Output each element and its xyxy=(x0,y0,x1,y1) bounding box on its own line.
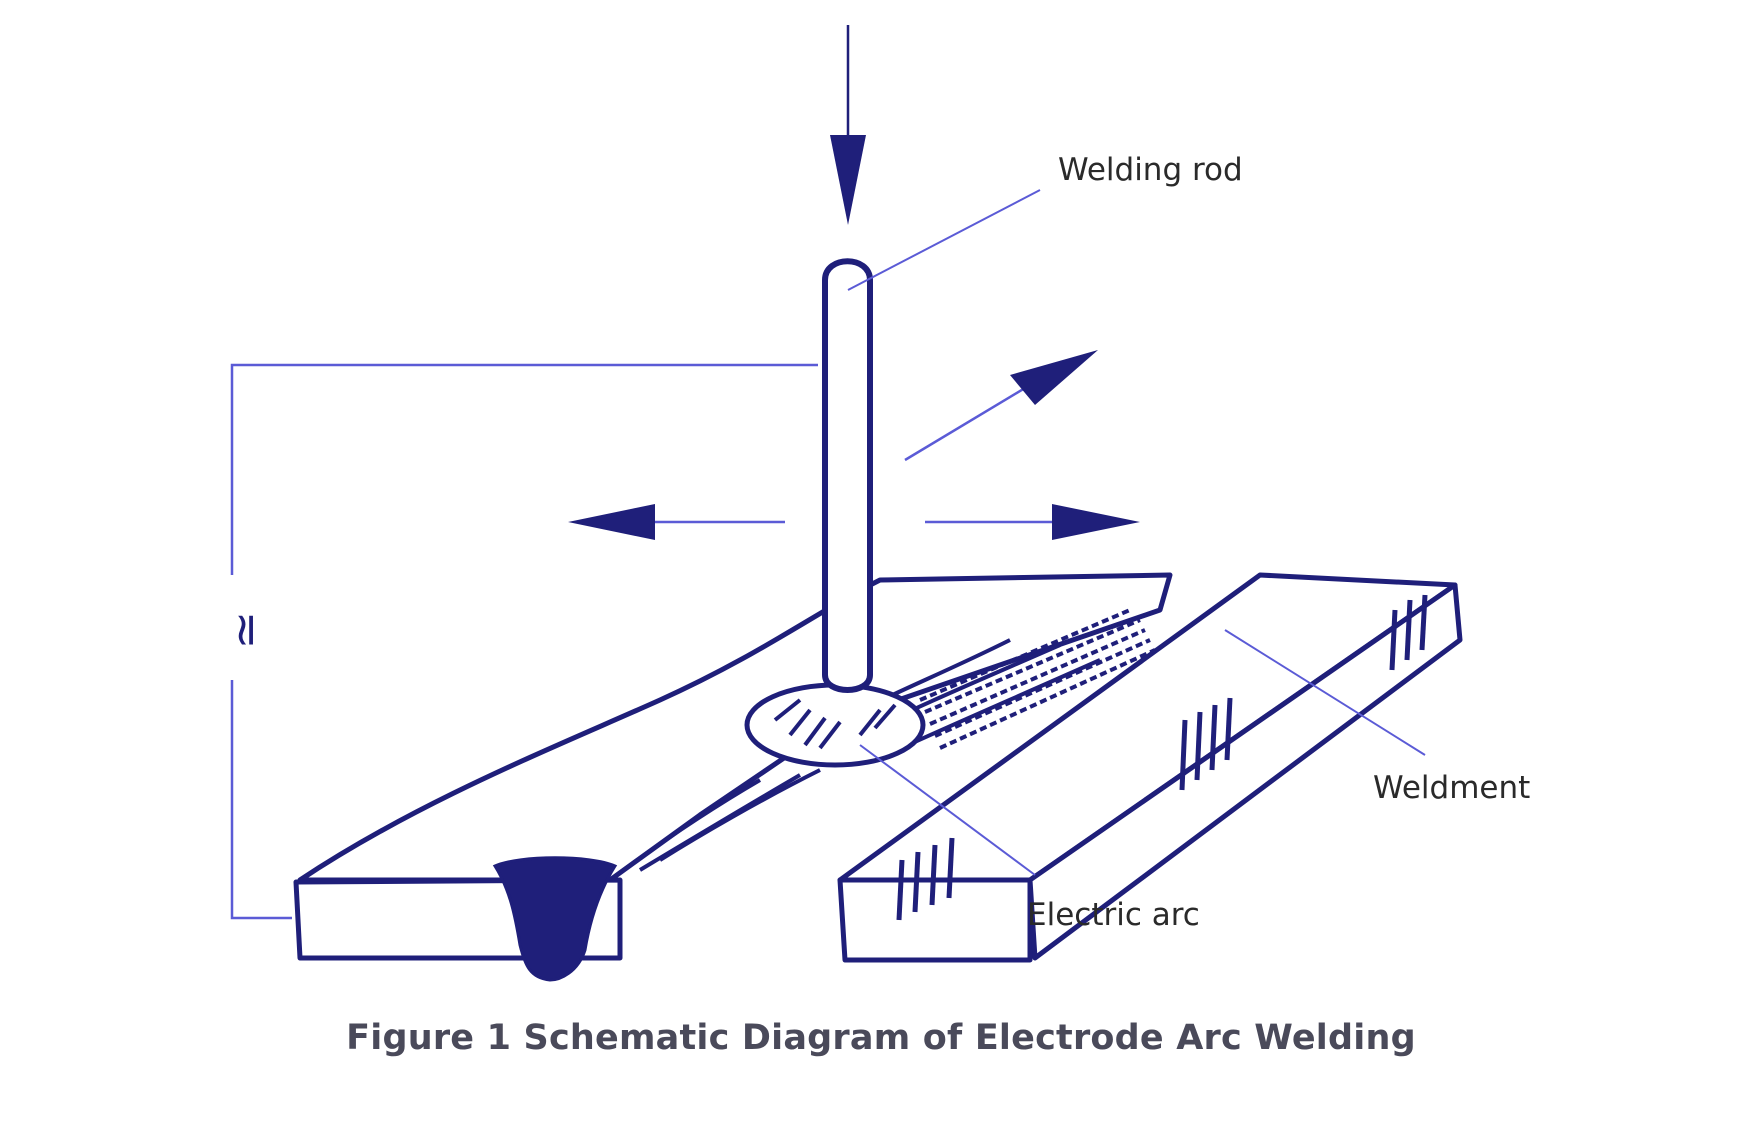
feed-arrow xyxy=(830,25,866,225)
travel-arrow xyxy=(904,350,1098,462)
molten-pool-rays xyxy=(773,698,897,750)
plate-edge-hatching xyxy=(896,594,1428,921)
weldment-right-plate xyxy=(837,572,1463,963)
leader-lines xyxy=(847,189,1426,876)
welding-rod-label: Welding rod xyxy=(1058,152,1243,188)
figure-caption: Figure 1 Schematic Diagram of Electrode … xyxy=(346,1018,1416,1058)
welding-rod xyxy=(822,258,873,693)
ac-power-symbol: ≂ xyxy=(221,611,275,650)
molten-pool xyxy=(744,682,926,768)
weldment-label: Weldment xyxy=(1373,770,1530,806)
circuit-wire xyxy=(230,363,818,920)
weld-cross-section xyxy=(492,856,618,982)
weave-arrow-right xyxy=(925,504,1140,540)
weave-arrow-left xyxy=(568,504,785,540)
weld-deposit-ripples xyxy=(919,608,1156,750)
electric-arc-label: Electric arc xyxy=(1027,897,1200,933)
